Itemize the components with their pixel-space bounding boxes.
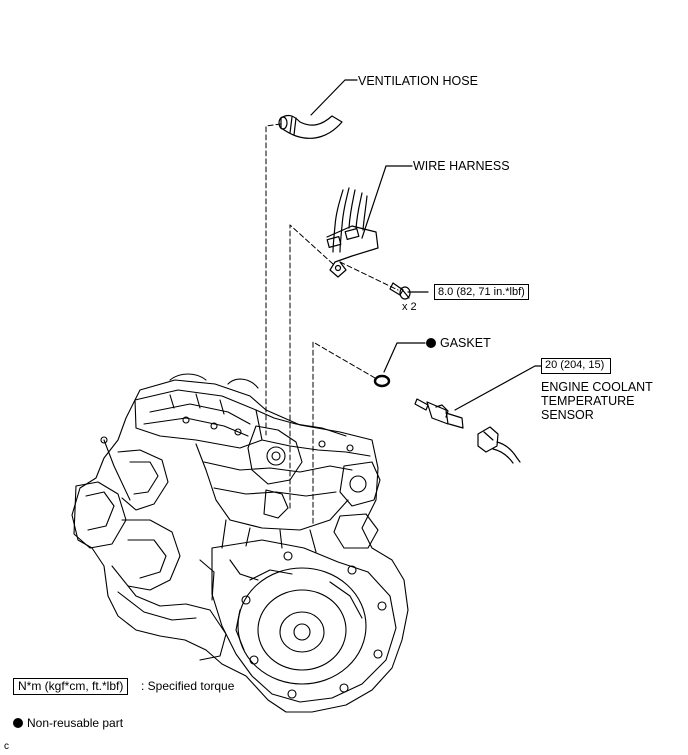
nonreusable-legend-dot-icon xyxy=(13,718,23,728)
sensor-connector xyxy=(477,426,521,464)
leader-lines xyxy=(310,79,542,411)
ect-sensor-label-line3: SENSOR xyxy=(541,408,594,422)
ect-sensor xyxy=(414,398,464,429)
legend-torque-box: N*m (kgf*cm, ft.*lbf) xyxy=(13,678,129,695)
sensor-torque-text: 20 (204, 15) xyxy=(545,359,605,371)
gasket-label: GASKET xyxy=(426,336,491,350)
installation-dash-lines xyxy=(265,123,399,526)
legend-nonreusable: Non-reusable part xyxy=(13,716,123,730)
gasket-label-text: GASKET xyxy=(440,336,491,350)
ventilation-hose-label: VENTILATION HOSE xyxy=(358,74,478,88)
wire-harness-label: WIRE HARNESS xyxy=(413,159,510,173)
gasket-ring xyxy=(373,374,391,388)
sensor-torque-box: 20 (204, 15) xyxy=(541,358,611,374)
nonreusable-dot-icon xyxy=(426,338,436,348)
bolt-quantity-label: x 2 xyxy=(402,301,417,313)
wire-harness xyxy=(326,187,379,278)
ventilation-hose xyxy=(278,114,343,139)
legend-torque-text: : Specified torque xyxy=(141,679,235,693)
bolt-torque-box: 8.0 (82, 71 in.*lbf) xyxy=(434,284,529,300)
legend-nonreusable-text: Non-reusable part xyxy=(27,716,124,730)
corner-code: c xyxy=(4,741,9,752)
harness-bolts xyxy=(389,282,411,300)
ect-sensor-label-line2: TEMPERATURE xyxy=(541,394,635,408)
ect-sensor-label-line1: ENGINE COOLANT xyxy=(541,380,653,394)
engine-assembly xyxy=(71,373,409,713)
